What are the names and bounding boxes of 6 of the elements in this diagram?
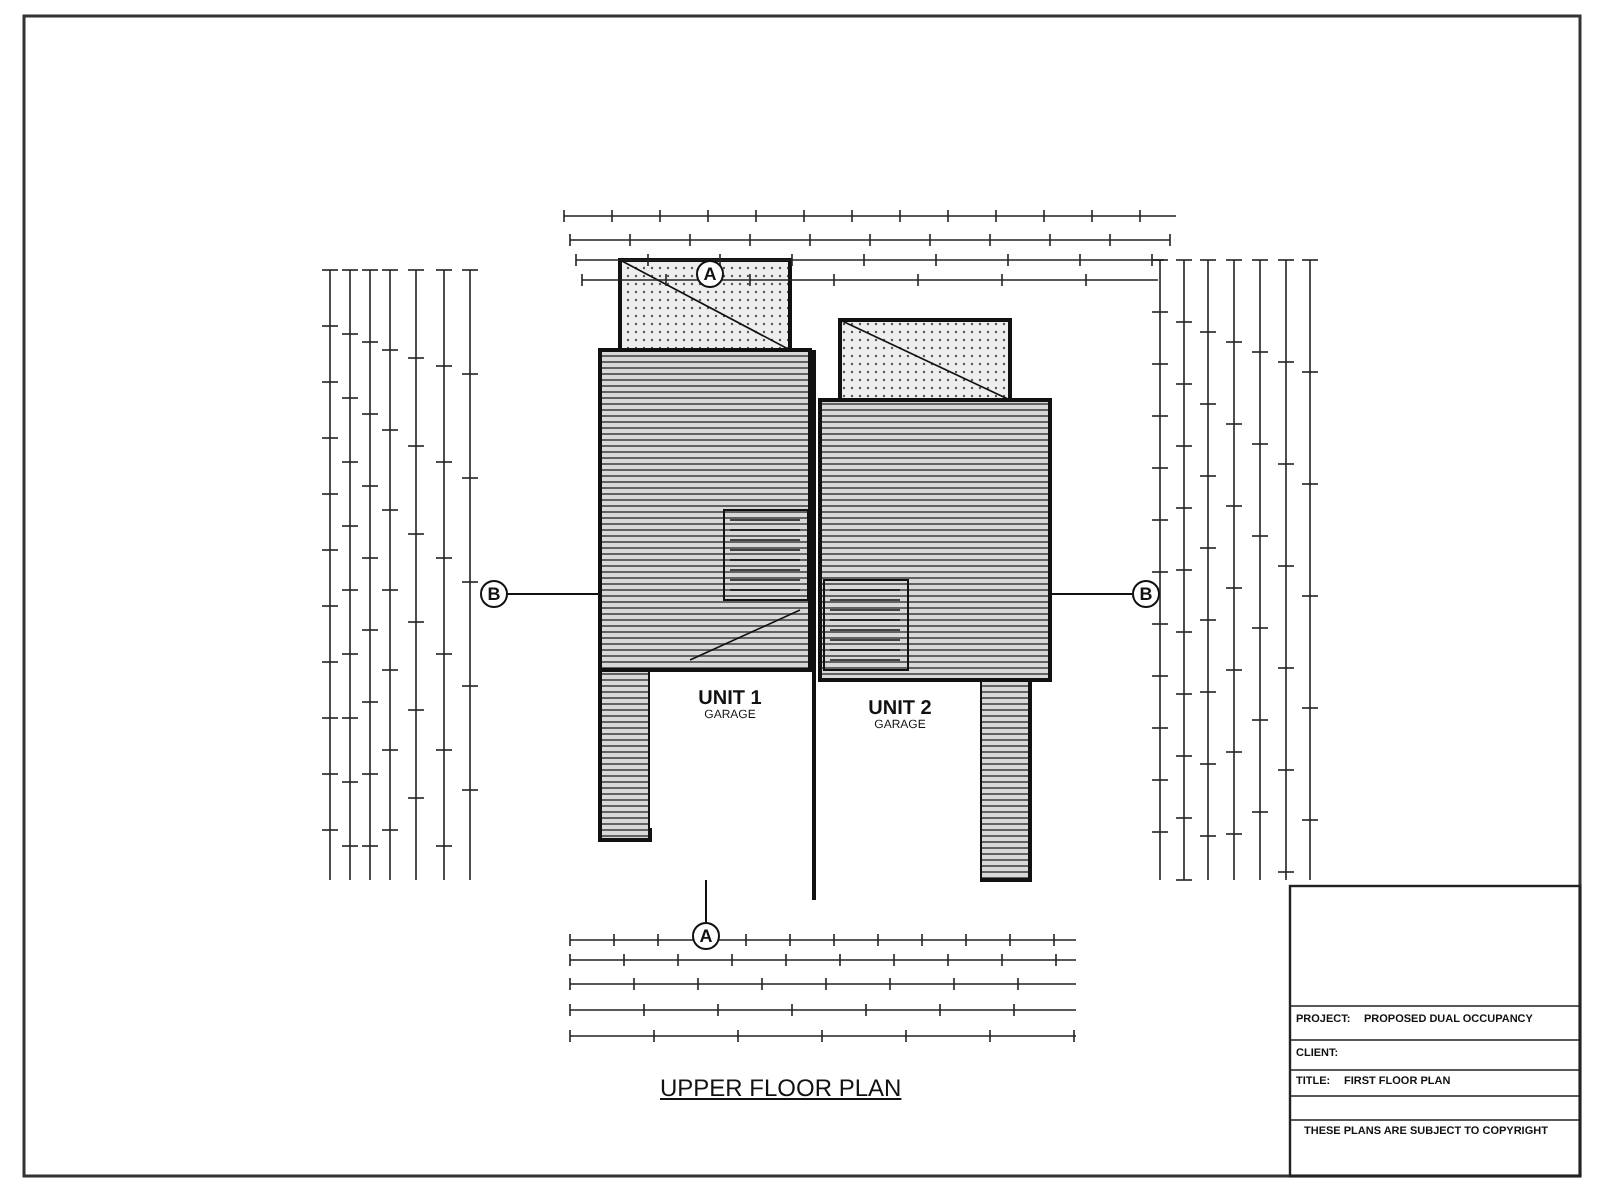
unit-label: UNIT 1 [698,688,762,710]
unit-label: UNIT 2 [868,698,932,720]
section-marker: B [1132,580,1160,608]
plan-title: UPPER FLOOR PLAN [660,1074,902,1102]
section-marker: B [480,580,508,608]
section-marker: A [692,922,720,950]
